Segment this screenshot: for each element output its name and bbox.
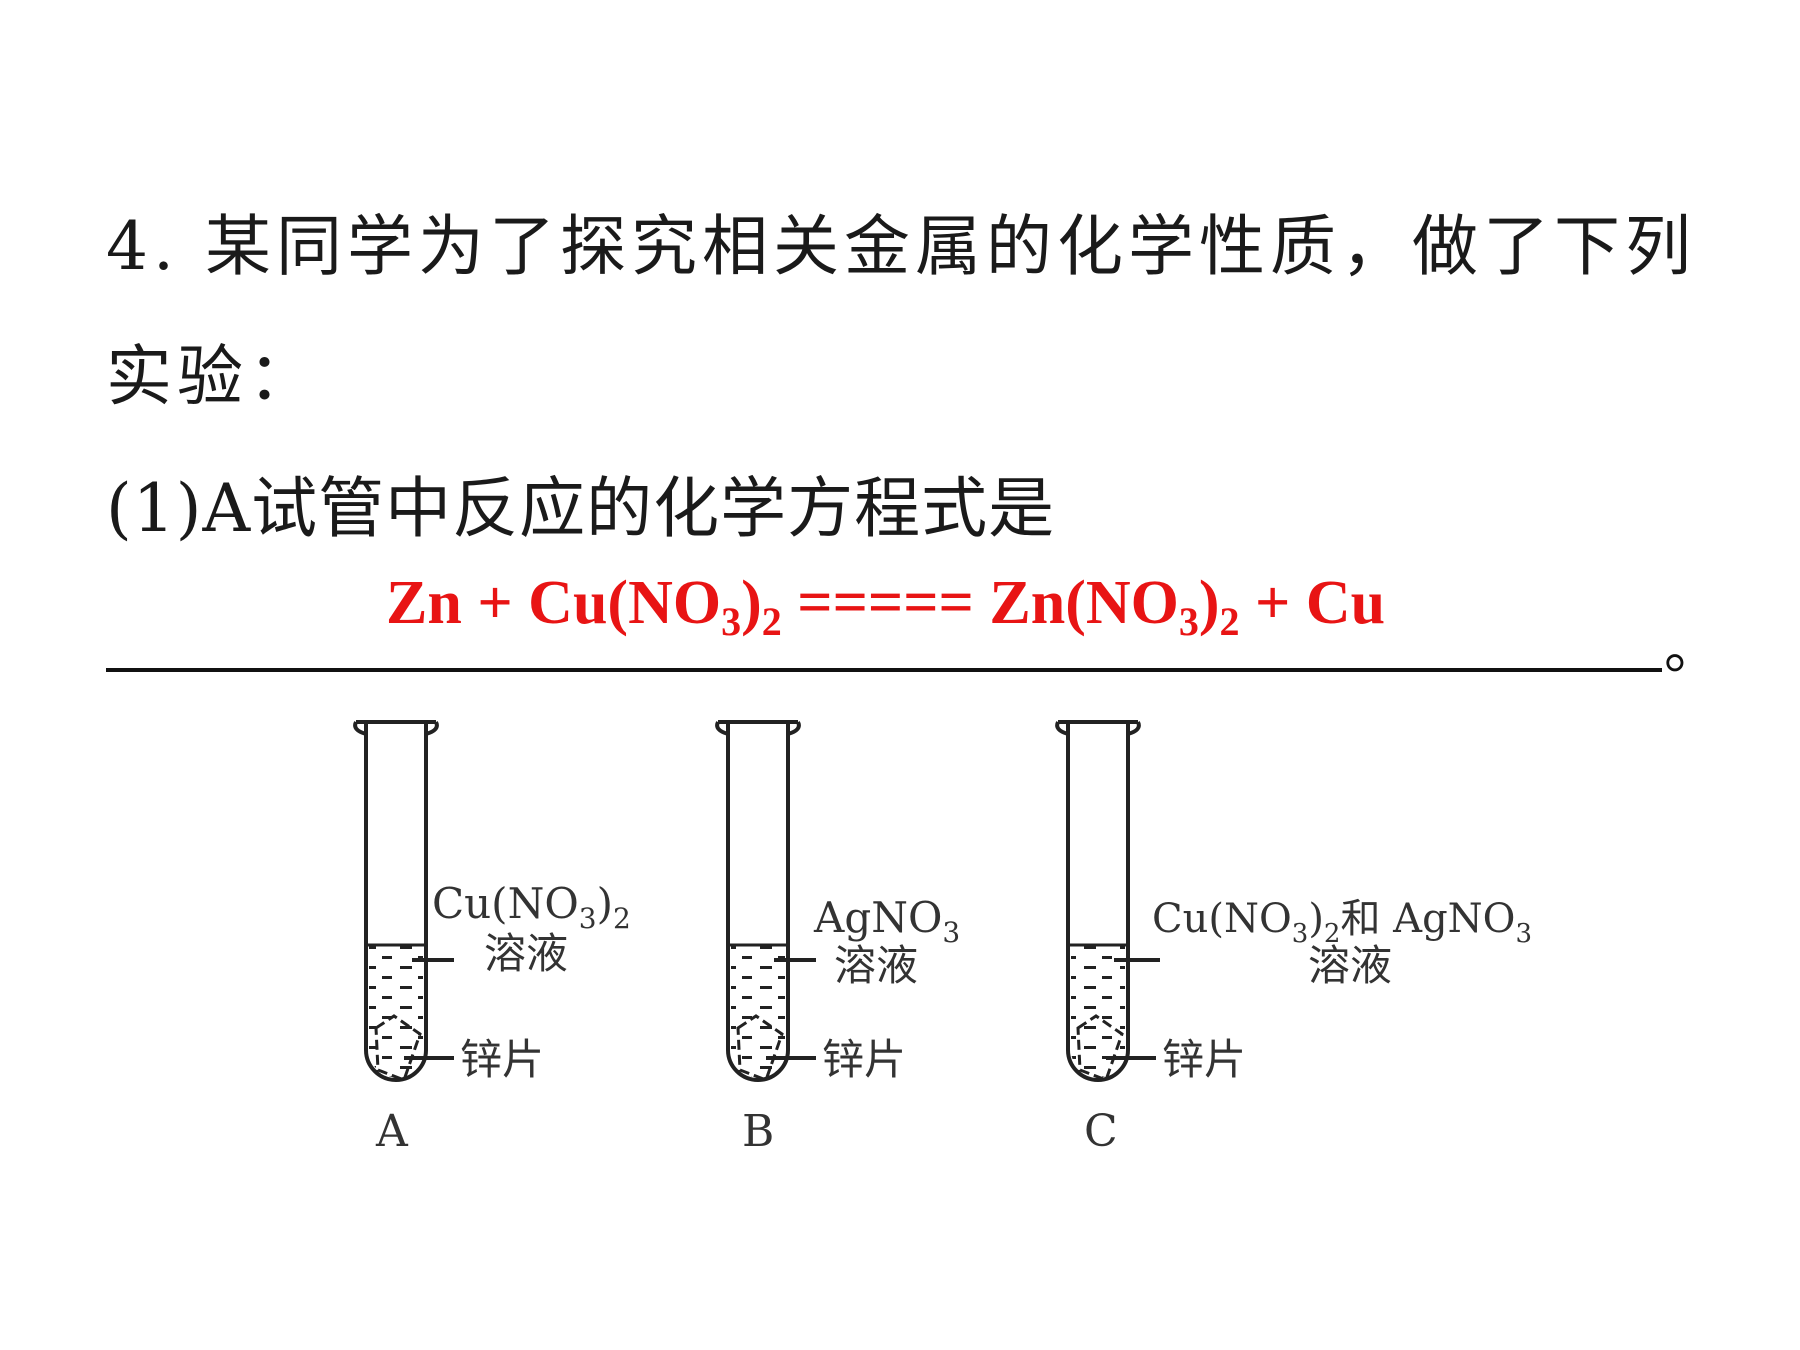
tube-c-formula-join: 和 AgNO xyxy=(1340,896,1515,942)
question-line-2: 实验： xyxy=(106,338,319,415)
tube-a-solid-label: 锌片 xyxy=(460,1035,544,1084)
tube-c-solution-label: 溶液 xyxy=(1308,941,1392,990)
tube-b-solution-formula: AgNO xyxy=(813,893,942,942)
answer-text: + Cu xyxy=(1239,569,1386,637)
tube-c-formula-paren: ) xyxy=(1308,896,1324,942)
question-line-1: 4. 某同学为了探究相关金属的化学性质，做了下列 xyxy=(106,208,1696,285)
tube-b-solid-label: 锌片 xyxy=(822,1035,906,1084)
tube-a-solution xyxy=(369,945,423,1077)
svg-text:AgNO3: AgNO3 xyxy=(813,893,960,949)
answer-subscript: 3 xyxy=(721,599,742,644)
tube-b-letter: B xyxy=(742,1106,774,1157)
tube-c-subscript: 3 xyxy=(1515,919,1532,949)
tube-a-subscript: 2 xyxy=(613,902,631,935)
tube-a-subscript: 3 xyxy=(579,902,597,935)
question-part-1: (1)A试管中反应的化学方程式是 xyxy=(106,470,1056,547)
answer-subscript: 2 xyxy=(1219,599,1240,644)
answer-equation: Zn + Cu(NO3)2 ===== Zn(NO3)2 + Cu xyxy=(386,572,1385,642)
tube-c-solid-label: 锌片 xyxy=(1162,1035,1246,1084)
tube-a-formula-paren: ) xyxy=(597,879,613,928)
test-tube-c: Cu(NO3)2和 AgNO3 溶液 锌片 C xyxy=(1055,720,1532,1157)
tube-a-letter: A xyxy=(375,1106,409,1157)
answer-text: ) xyxy=(1198,569,1220,637)
svg-text:Cu(NO3)2: Cu(NO3)2 xyxy=(432,879,631,935)
tube-c-subscript: 3 xyxy=(1292,919,1309,949)
answer-text: ) xyxy=(741,569,762,637)
tube-c-solution xyxy=(1071,945,1125,1077)
tube-b-solution-label: 溶液 xyxy=(834,941,918,990)
tube-c-letter: C xyxy=(1084,1106,1118,1157)
tube-b-subscript: 3 xyxy=(942,916,960,949)
answer-subscript: 3 xyxy=(1178,599,1199,644)
test-tube-a: Cu(NO3)2 溶液 锌片 A xyxy=(353,720,631,1157)
tube-a-solution-formula: Cu(NO xyxy=(432,879,579,928)
answer-blank-line xyxy=(106,668,1662,672)
tube-a-solution-label: 溶液 xyxy=(484,929,568,978)
sentence-period: 。 xyxy=(1664,617,1720,682)
tube-c-solution-formula: Cu(NO xyxy=(1152,896,1292,942)
svg-text:Cu(NO3)2和 AgNO3: Cu(NO3)2和 AgNO3 xyxy=(1152,896,1532,949)
answer-subscript: 2 xyxy=(761,599,782,644)
answer-text: Zn + Cu(NO xyxy=(386,569,722,637)
answer-text: ===== Zn(NO xyxy=(781,569,1179,637)
tube-b-solution xyxy=(731,945,785,1077)
test-tube-b: AgNO3 溶液 锌片 B xyxy=(715,720,960,1157)
tube-c-subscript: 2 xyxy=(1324,919,1341,949)
